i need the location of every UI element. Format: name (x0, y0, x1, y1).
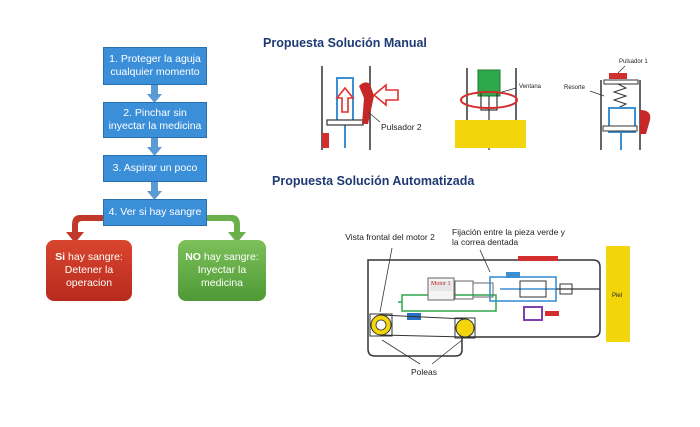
outcome-no-text: NO hay sangre: Inyectar la medicina (183, 251, 261, 290)
flow-step-4: 4. Ver si hay sangre (103, 199, 207, 226)
label-vista-frontal: Vista frontal del motor 2 (345, 232, 435, 242)
manual-figure-2 (455, 68, 526, 150)
down-arrow (147, 181, 162, 200)
flow-step-1: 1. Proteger la aguja cualquier momento (103, 47, 207, 85)
down-arrow (147, 137, 162, 156)
outcome-no-strong: NO (185, 251, 201, 263)
manual-title: Propuesta Solución Manual (263, 36, 427, 50)
outcome-yes-rest: hay sangre: Detener la operacion (64, 251, 123, 289)
flow-step-4-text: 4. Ver si hay sangre (108, 206, 202, 218)
leader-vista (379, 247, 393, 313)
manual-figure-1 (321, 66, 399, 150)
ventana-highlight (460, 91, 518, 109)
label-pulsador-1: Pulsador 1 (619, 59, 648, 65)
flow-step-3-text: 3. Aspirar un poco (112, 162, 198, 174)
outcome-yes-strong: Si (55, 251, 66, 263)
branch-arrow-yes (66, 215, 103, 243)
skin-block (606, 246, 630, 342)
outcome-no-rest: hay sangre: Inyectar la medicina (197, 251, 259, 289)
label-fijacion: Fijación entre la pieza verde y la corre… (452, 227, 572, 247)
leader-fijacion (479, 249, 491, 273)
housing-outline (367, 259, 601, 357)
outcome-yes-text: Si hay sangre: Detener la operacion (51, 251, 127, 290)
label-motor-1: Motor 1 (431, 281, 451, 287)
outcome-no: NO hay sangre: Inyectar la medicina (178, 240, 266, 301)
label-pulsador-2: Pulsador 2 (381, 122, 422, 132)
flow-step-1-text: 1. Proteger la aguja cualquier momento (109, 53, 201, 78)
label-poleas: Poleas (411, 367, 437, 377)
automatizada-title: Propuesta Solución Automatizada (272, 174, 475, 188)
label-fijacion-text: Fijación entre la pieza verde y la corre… (452, 227, 565, 247)
flow-step-3: 3. Aspirar un poco (103, 155, 207, 182)
outcome-yes: Si hay sangre: Detener la operacion (46, 240, 132, 301)
left-arrow-icon (372, 83, 399, 107)
flow-step-2-text: 2. Pinchar sin inyectar la medicina (108, 107, 202, 132)
flow-step-2: 2. Pinchar sin inyectar la medicina (103, 102, 207, 138)
label-vista-frontal-text: Vista frontal del motor 2 (345, 232, 435, 242)
branch-arrow-no (207, 215, 246, 243)
label-piel: Piel (612, 293, 623, 299)
manual-figure-3 (589, 65, 651, 150)
down-arrow (147, 84, 162, 103)
label-ventana: Ventana (519, 84, 542, 90)
up-arrow-icon (335, 86, 355, 113)
lever-icon (359, 82, 374, 124)
pulley-right (455, 318, 475, 338)
spring-icon (612, 83, 628, 109)
label-resorte: Resorte (564, 85, 586, 91)
